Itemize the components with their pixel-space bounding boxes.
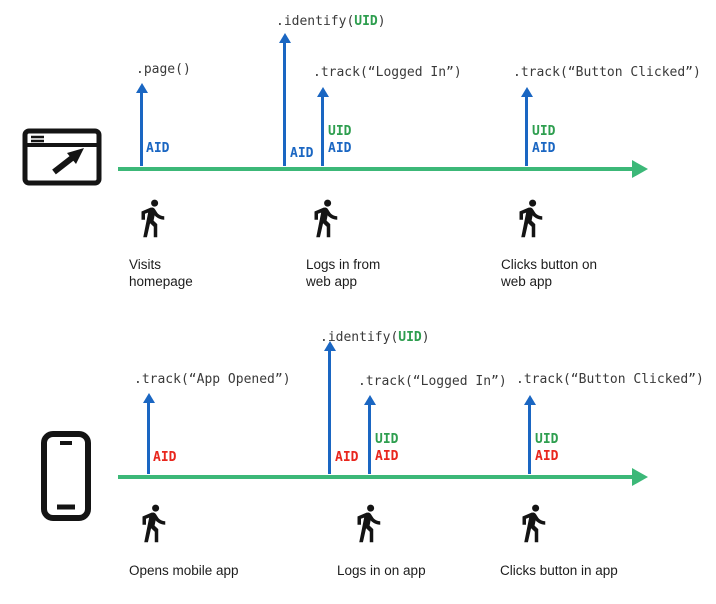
mobile-caption-1: Opens mobile app (129, 563, 239, 578)
web-caption-1: Visits homepage (129, 257, 193, 289)
identify-suffix: ) (377, 14, 386, 29)
mobile-aid-label-2: AID (375, 449, 399, 464)
mobile-call-track-logged-in: .track(“Logged In”) (358, 374, 507, 389)
web-call-identify: .identify(UID) (276, 14, 386, 29)
mobile-call-identify: .identify(UID) (320, 330, 430, 345)
mobile-uid-label-3: UID (535, 432, 559, 447)
browser-icon (22, 128, 102, 186)
mobile-caption-3: Clicks button in app (500, 563, 618, 578)
person-icon-mobile-2 (357, 504, 381, 543)
mobile-caption-2: Logs in on app (337, 563, 426, 578)
person-icon-web-1 (141, 199, 165, 238)
web-caption-3: Clicks button on web app (501, 257, 598, 289)
web-aid-label-2: AID (328, 141, 352, 156)
identify-arg-uid: UID (398, 330, 422, 345)
web-timeline (118, 167, 632, 171)
mobile-timeline (118, 475, 632, 479)
mobile-call-track-button: .track(“Button Clicked”) (516, 372, 704, 387)
identify-prefix: .identify( (320, 330, 399, 345)
mobile-event-arrow-button (523, 395, 536, 474)
web-event-arrow-logged-in (316, 87, 329, 166)
web-call-track-logged-in: .track(“Logged In”) (313, 65, 462, 80)
mobile-timeline-arrowhead (632, 468, 648, 486)
person-icon-web-2 (314, 199, 338, 238)
person-icon-web-3 (519, 199, 543, 238)
web-event-arrow-page (135, 83, 148, 166)
mobile-event-arrow-logged-in (363, 395, 376, 474)
web-uid-label-3: UID (532, 124, 556, 139)
web-aid-label-0: AID (146, 141, 170, 156)
identify-suffix: ) (421, 330, 430, 345)
web-aid-label-1: AID (290, 146, 314, 161)
web-call-page: .page() (136, 62, 191, 77)
mobile-aid-label-0: AID (153, 450, 177, 465)
web-call-track-button: .track(“Button Clicked”) (513, 65, 701, 80)
phone-icon (41, 431, 91, 521)
mobile-call-track-app-opened: .track(“App Opened”) (134, 372, 291, 387)
web-uid-label-2: UID (328, 124, 352, 139)
person-icon-mobile-1 (142, 504, 166, 543)
mobile-event-arrow-identify (323, 341, 336, 474)
web-event-arrow-identify (278, 33, 291, 166)
mobile-uid-label-2: UID (375, 432, 399, 447)
mobile-aid-label-3: AID (535, 449, 559, 464)
web-caption-2: Logs in from web app (306, 257, 381, 289)
web-timeline-arrowhead (632, 160, 648, 178)
mobile-event-arrow-app-opened (142, 393, 155, 474)
identify-arg-uid: UID (354, 14, 378, 29)
mobile-aid-label-1: AID (335, 450, 359, 465)
web-event-arrow-button (520, 87, 533, 166)
web-aid-label-3: AID (532, 141, 556, 156)
person-icon-mobile-3 (522, 504, 546, 543)
identify-prefix: .identify( (276, 14, 355, 29)
